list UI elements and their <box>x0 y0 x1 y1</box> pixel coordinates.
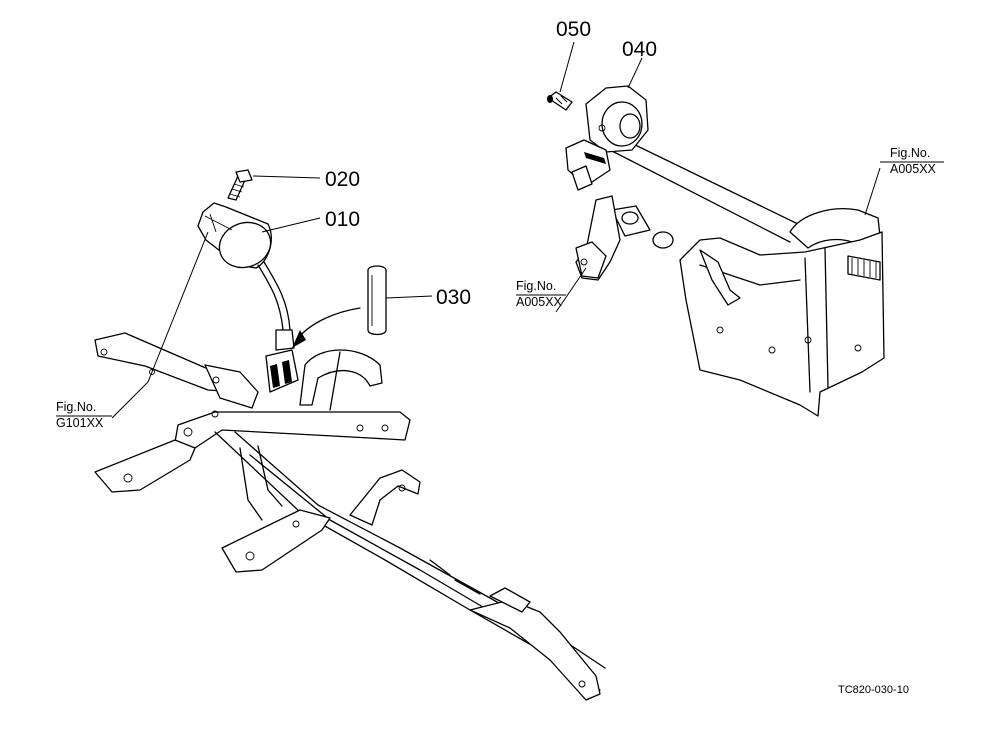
part-label-050: 050 <box>556 18 591 41</box>
fig-ref-number: A005XX <box>516 295 563 309</box>
part-label-040: 040 <box>622 38 657 61</box>
part-label-010: 010 <box>325 208 360 231</box>
fig-ref-a005xx-lower: Fig.No. A005XX <box>516 279 566 309</box>
screw-050-illustration <box>547 91 573 111</box>
fig-ref-number: G101XX <box>56 416 104 430</box>
insertion-arrow <box>292 307 361 348</box>
fig-ref-number: A005XX <box>890 162 937 176</box>
leader-lines <box>111 41 881 419</box>
sensor-010-illustration <box>197 202 299 393</box>
sensor-040-illustration <box>565 85 649 191</box>
fig-ref-label: Fig.No. <box>890 146 930 160</box>
pedal-bracket-assembly <box>575 139 885 417</box>
part-label-020: 020 <box>325 168 360 191</box>
fig-ref-a005xx-upper: Fig.No. A005XX <box>880 146 944 176</box>
bolt-020-illustration <box>227 169 253 201</box>
fig-ref-label: Fig.No. <box>516 279 556 293</box>
fig-ref-g101xx: Fig.No. G101XX <box>56 400 112 430</box>
tube-030-illustration <box>367 265 387 336</box>
fig-ref-label: Fig.No. <box>56 400 96 414</box>
seat-frame-assembly <box>94 332 606 701</box>
part-label-030: 030 <box>436 286 471 309</box>
drawing-code: TC820-030-10 <box>838 684 909 696</box>
